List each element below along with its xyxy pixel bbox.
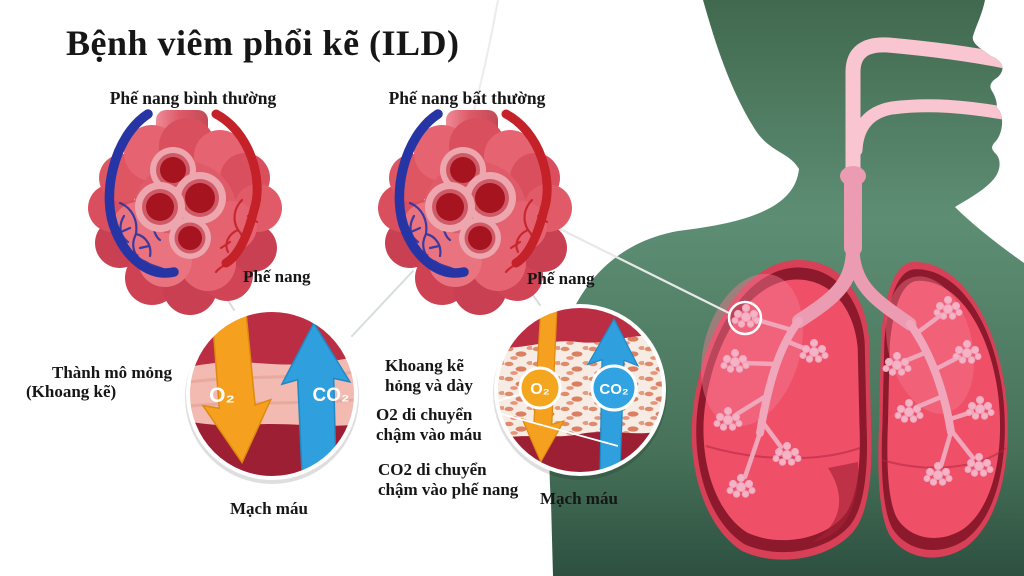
co2-badge-circle bbox=[590, 364, 638, 412]
note-damaged-interstitium: Khoang kẽ hỏng và dày bbox=[385, 356, 473, 396]
trachea-bronchi bbox=[792, 166, 917, 331]
page-title: Bệnh viêm phổi kẽ (ILD) bbox=[66, 23, 460, 63]
note-slow-co2: CO2 di chuyển chậm vào phế nang bbox=[378, 460, 519, 500]
thin-wall-label-line2: (Khoang kẽ) bbox=[26, 382, 117, 401]
nasal-passage bbox=[845, 37, 1018, 184]
heading-abnormal-alveoli: Phế nang bất thường bbox=[388, 88, 546, 108]
o2-label-normal: O₂ bbox=[209, 384, 235, 407]
vessel-label-abnormal: Mạch máu bbox=[540, 489, 618, 508]
mouth-passage bbox=[849, 99, 1010, 157]
o2-badge-circle bbox=[518, 366, 562, 410]
zoom-circle-normal: O₂ CO₂ bbox=[185, 308, 359, 484]
vessel-label-normal: Mạch máu bbox=[230, 499, 308, 518]
alveolus-label-normal: Phế nang bbox=[243, 267, 311, 286]
bronchial-tree-left bbox=[713, 303, 829, 498]
co2-label-normal: CO₂ bbox=[313, 385, 350, 406]
zoom-circle-abnormal: O₂ CO₂ bbox=[493, 304, 667, 480]
thin-wall-label-line1: Thành mô mỏng bbox=[52, 363, 172, 382]
co2-badge-label: CO₂ bbox=[599, 381, 628, 398]
o2-badge-label: O₂ bbox=[530, 381, 550, 398]
heading-normal-alveoli: Phế nang bình thường bbox=[109, 88, 277, 108]
bronchial-tree-right bbox=[882, 295, 995, 486]
alveolus-label-abnormal: Phế nang bbox=[527, 269, 595, 288]
upper-airways bbox=[845, 37, 1018, 184]
lung-zoom-marker bbox=[727, 300, 763, 336]
note-slow-o2: O2 di chuyển chậm vào máu bbox=[376, 405, 482, 445]
